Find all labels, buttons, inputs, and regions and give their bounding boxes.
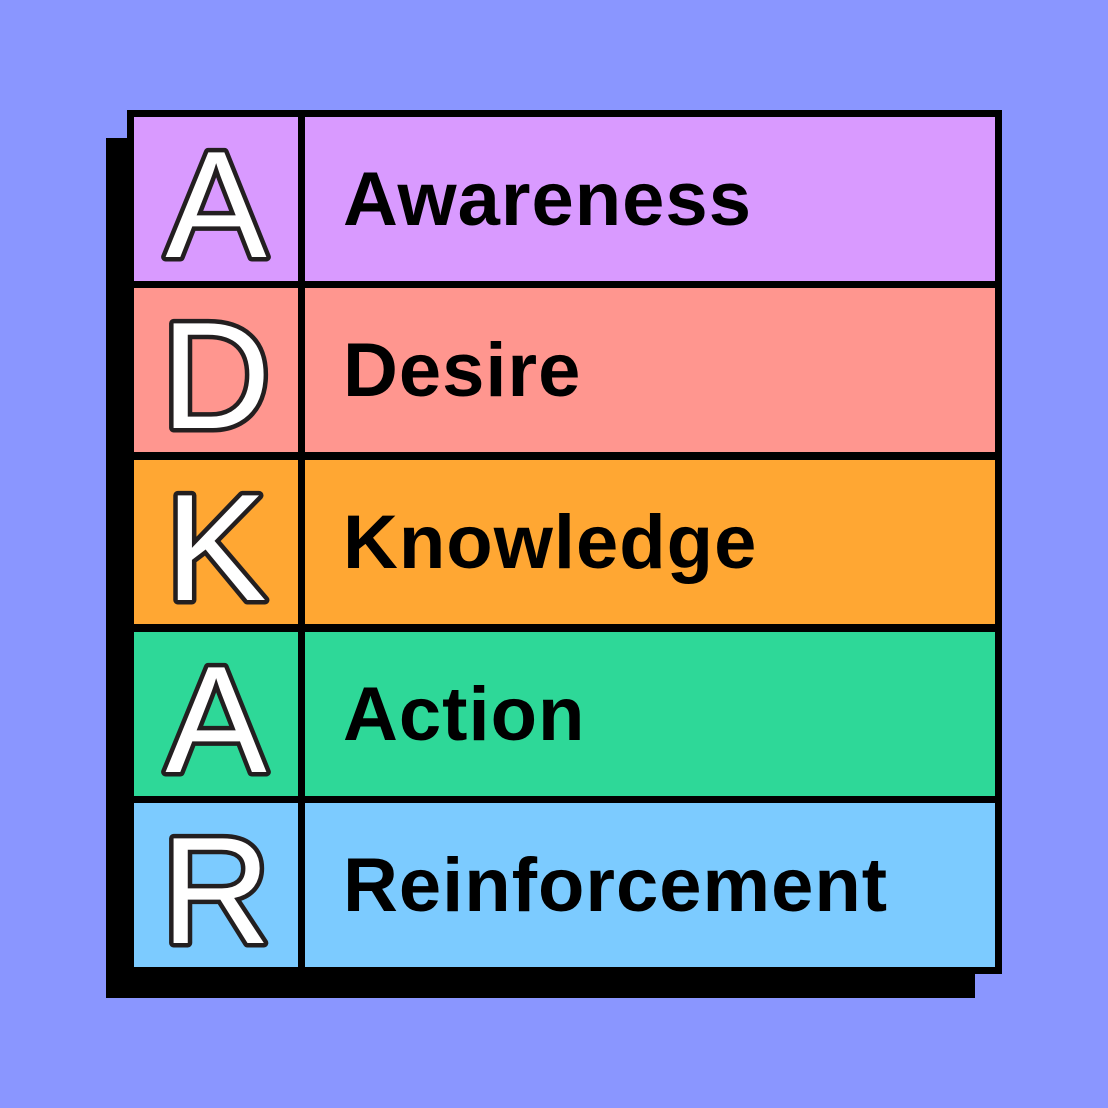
letter-cell: K bbox=[134, 460, 298, 624]
stage-label: Reinforcement bbox=[305, 803, 995, 967]
letter-cell: A bbox=[134, 632, 298, 796]
letter-cell: A bbox=[134, 117, 298, 281]
stage-label: Action bbox=[305, 632, 995, 796]
letter-glyph: R bbox=[161, 806, 271, 967]
stage-label: Desire bbox=[305, 288, 995, 452]
stage-label: Knowledge bbox=[305, 460, 995, 624]
letter-glyph: A bbox=[165, 120, 267, 281]
letter-cell: R bbox=[134, 803, 298, 967]
stage-label: Awareness bbox=[305, 117, 995, 281]
letter-cell: D bbox=[134, 288, 298, 452]
letter-glyph: K bbox=[165, 463, 266, 624]
letter-glyph: D bbox=[161, 291, 271, 452]
letter-glyph: A bbox=[165, 635, 267, 796]
